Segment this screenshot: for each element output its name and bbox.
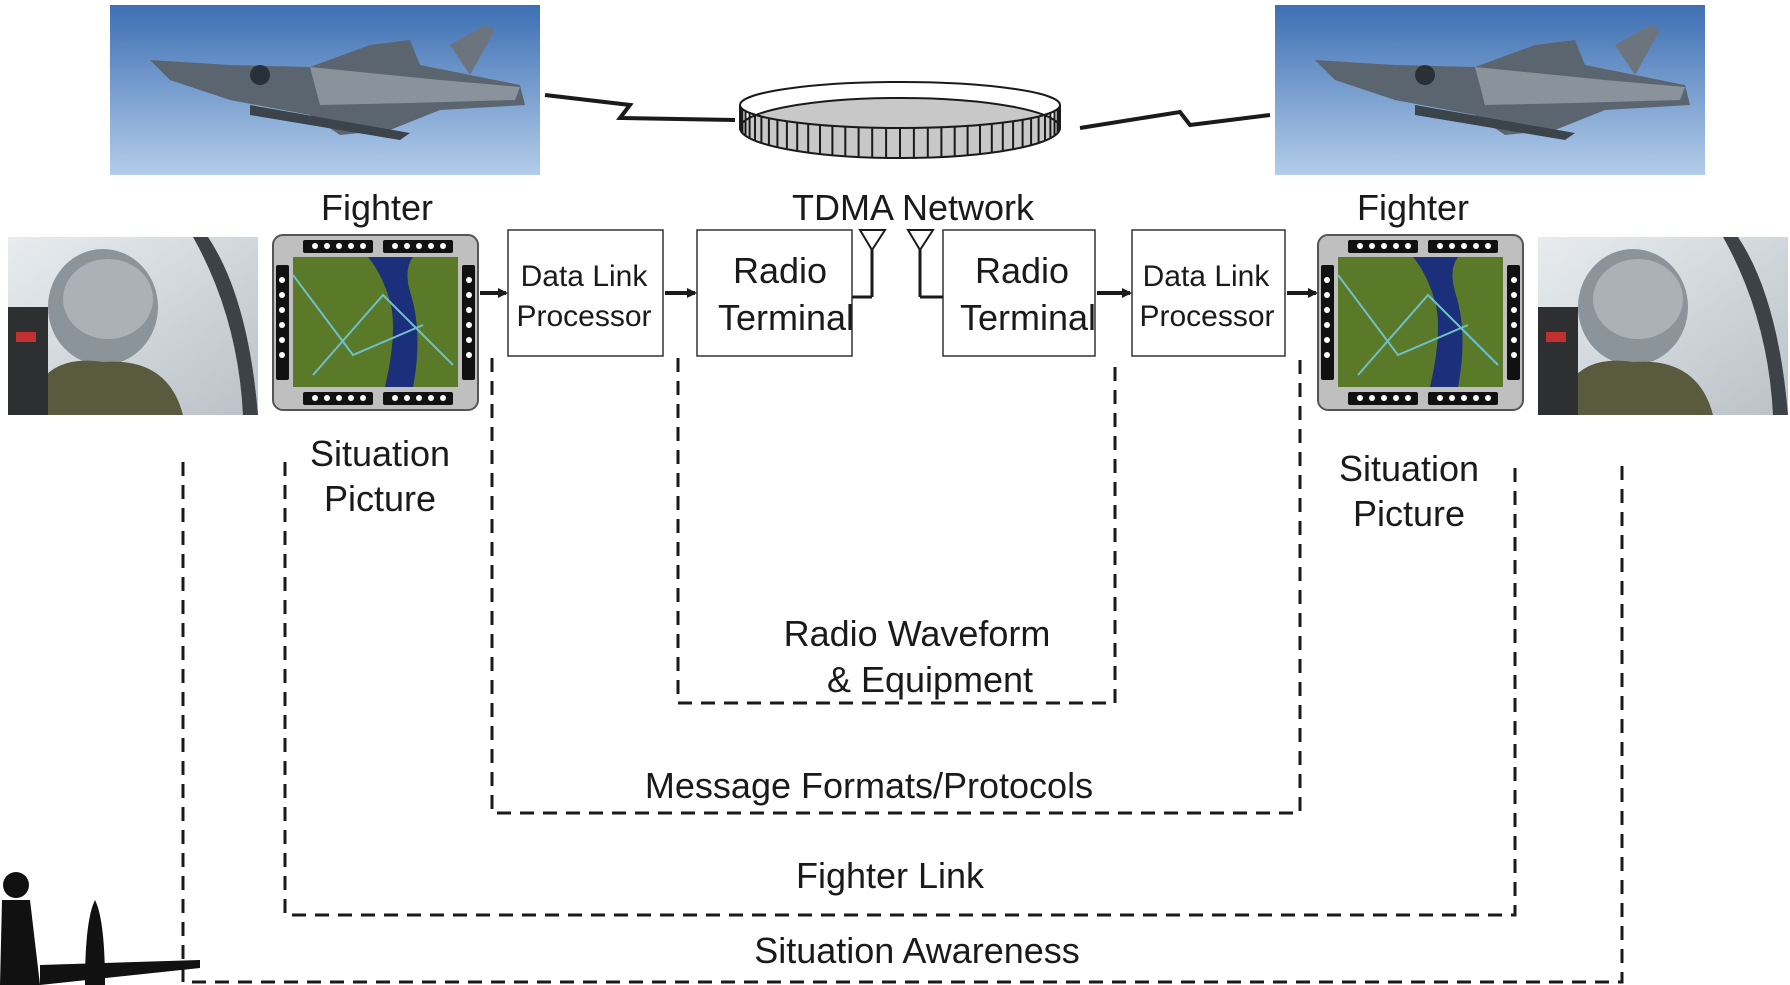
situation-display-right <box>1317 234 1524 411</box>
dlp-left-label-line2: Processor <box>516 300 651 333</box>
situation-display-left <box>272 234 479 411</box>
situation-picture-left-line1: Situation <box>310 433 450 474</box>
radio-link-right <box>1079 109 1271 130</box>
bracket-radio-waveform <box>676 358 1117 705</box>
radio-left-label-line1: Radio <box>733 250 827 291</box>
situation-picture-left-line2: Picture <box>324 478 436 519</box>
antenna-icon-left <box>852 229 887 299</box>
radio-terminal-right <box>942 229 1096 357</box>
bracket-message-formats <box>490 358 1302 815</box>
message-formats-label: Message Formats/Protocols <box>645 765 1093 806</box>
radio-right-label-line1: Radio <box>975 250 1069 291</box>
data-link-processor-right <box>1131 229 1286 357</box>
radio-waveform-label-line2: & Equipment <box>827 659 1033 700</box>
fighter-jet-image-right <box>1275 5 1705 175</box>
fighter-label-left: Fighter <box>321 187 433 228</box>
fighter-label-right: Fighter <box>1357 187 1469 228</box>
tdma-network-label: TDMA Network <box>792 187 1035 228</box>
situation-picture-right-line1: Situation <box>1339 448 1479 489</box>
radio-terminal-left <box>696 229 853 357</box>
pilot-image-right <box>1538 237 1788 415</box>
bracket-situation-awareness <box>181 462 1624 984</box>
fighter-link-label: Fighter Link <box>796 855 985 896</box>
pilot-silhouette-icon <box>0 872 200 985</box>
pilot-image-left <box>8 237 258 415</box>
situation-awareness-label: Situation Awareness <box>754 930 1080 971</box>
dlp-right-label-line1: Data Link <box>1143 260 1271 293</box>
radio-right-label-line2: Terminal <box>960 297 1096 338</box>
radio-left-label-line2: Terminal <box>718 297 854 338</box>
radio-link-left <box>544 93 736 122</box>
tdma-network-icon <box>739 81 1061 159</box>
radio-waveform-label-line1: Radio Waveform <box>784 613 1051 654</box>
antenna-icon-right <box>906 229 943 299</box>
situation-picture-right-line2: Picture <box>1353 493 1465 534</box>
data-link-processor-left <box>507 229 664 357</box>
dlp-left-label-line1: Data Link <box>521 260 649 293</box>
fighter-jet-image-left <box>110 5 540 175</box>
bracket-fighter-link <box>283 462 1517 917</box>
dlp-right-label-line2: Processor <box>1139 300 1274 333</box>
